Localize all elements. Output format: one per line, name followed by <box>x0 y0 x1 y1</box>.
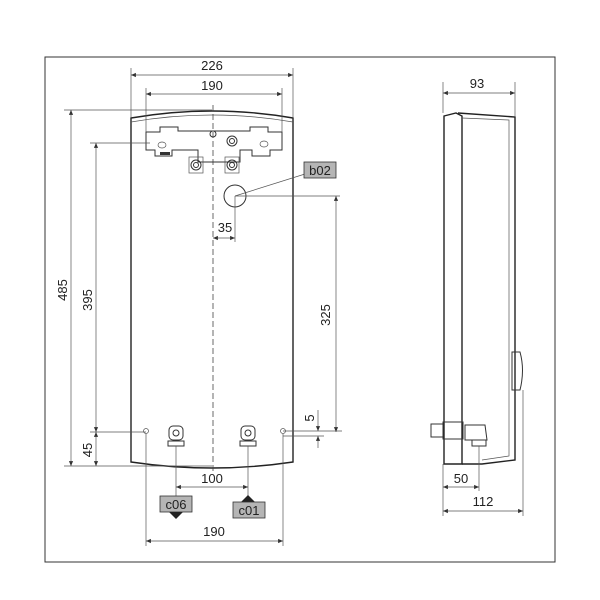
dim-485: 485 <box>55 109 212 467</box>
front-cover <box>457 112 516 465</box>
svg-text:c01: c01 <box>239 503 260 518</box>
svg-text:112: 112 <box>473 494 494 509</box>
svg-text:c06: c06 <box>166 497 187 512</box>
fixing-point-left <box>143 428 149 434</box>
svg-text:b02: b02 <box>309 163 331 178</box>
control-knob <box>511 351 523 391</box>
dim-325: 325 <box>283 196 342 432</box>
svg-text:93: 93 <box>470 76 484 91</box>
dim-100: 100 <box>175 446 249 496</box>
drawing-frame <box>44 56 556 563</box>
dim-112: 112 <box>443 390 524 516</box>
dim-35: 35 <box>213 196 236 242</box>
tag-c01: c01 <box>232 495 266 519</box>
svg-text:325: 325 <box>318 304 333 326</box>
dim-45: 45 <box>80 432 99 466</box>
svg-text:485: 485 <box>55 279 70 301</box>
svg-text:226: 226 <box>201 58 223 73</box>
mounting-bracket <box>145 126 283 174</box>
dim-190-top: 190 <box>145 78 283 132</box>
tag-b02: b02 <box>303 161 337 179</box>
svg-text:50: 50 <box>454 471 468 486</box>
svg-text:190: 190 <box>203 524 225 539</box>
side-view: 93 50 112 <box>430 76 524 516</box>
arrow-down-icon <box>169 512 183 519</box>
back-plate <box>443 112 463 465</box>
dim-93: 93 <box>442 76 516 117</box>
dim-5: 5 <box>283 410 324 448</box>
dim-50: 50 <box>442 446 480 516</box>
svg-text:35: 35 <box>218 220 232 235</box>
dim-395: 395 <box>80 142 150 433</box>
connection-c06 <box>167 425 185 447</box>
svg-text:100: 100 <box>201 471 223 486</box>
svg-text:5: 5 <box>302 414 317 421</box>
tag-c06: c06 <box>159 495 193 519</box>
dim-190-bottom: 190 <box>145 434 284 546</box>
arrow-up-icon <box>241 495 255 502</box>
connection-c01 <box>239 425 257 447</box>
svg-text:45: 45 <box>80 443 95 457</box>
svg-text:190: 190 <box>201 78 223 93</box>
appliance-body <box>130 110 294 469</box>
front-view: 226 190 485 395 45 35 <box>55 58 342 546</box>
svg-text:395: 395 <box>80 289 95 311</box>
